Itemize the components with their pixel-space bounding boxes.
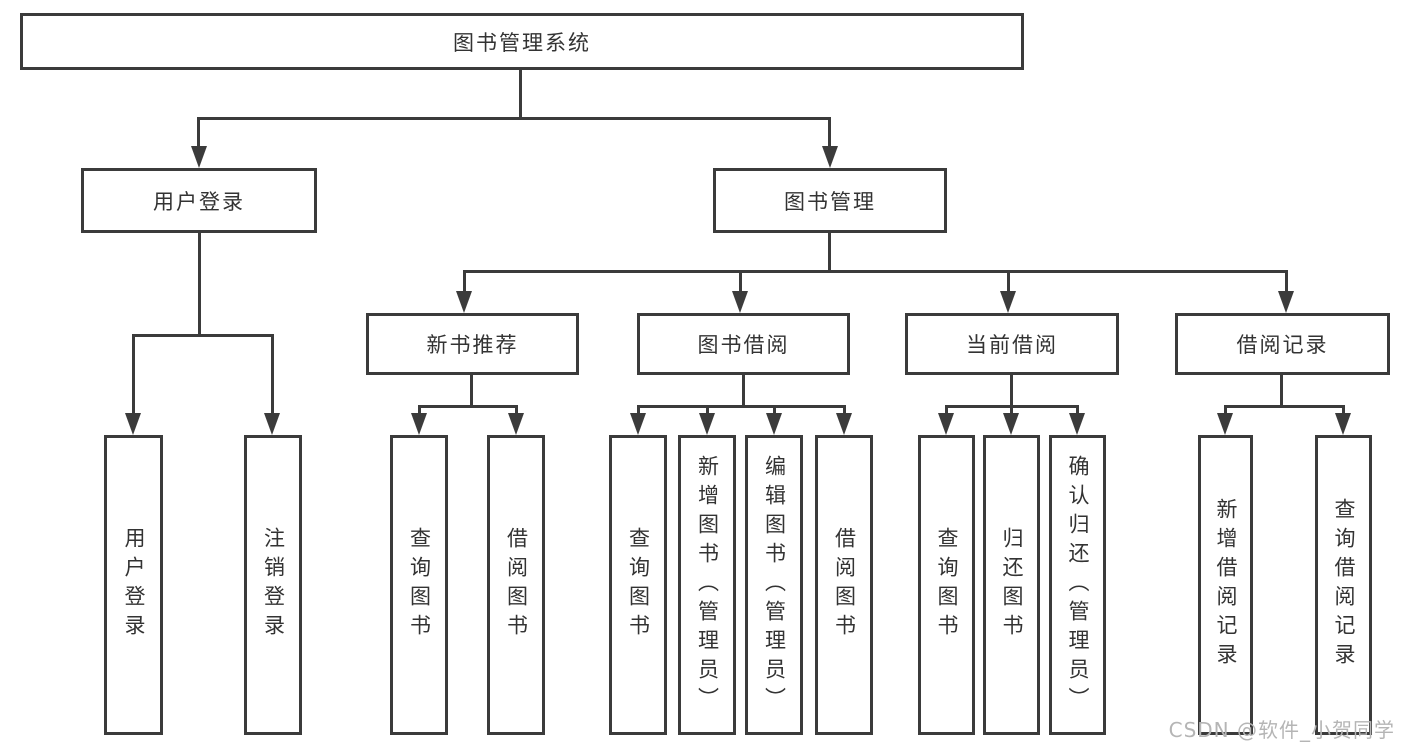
node-new-book-recommend: 新书推荐: [366, 313, 579, 375]
leaf-br-add-record-label: 新增借阅记录: [1214, 498, 1238, 672]
connector-level2-branch: [463, 270, 1287, 273]
connector-book-borrow-branch: [637, 405, 846, 408]
leaf-cb-confirm-return-admin-label: 确认归还（管理员）: [1066, 454, 1090, 716]
leaf-bb-query-book-label: 查询图书: [626, 527, 651, 643]
connector-drop-login-leaf: [132, 334, 135, 415]
connector-drop-br-query: [1342, 405, 1345, 417]
arrow-to-bb-edit: [766, 413, 782, 435]
connector-drop-borrow-record: [1285, 270, 1288, 295]
node-book-borrow-label: 图书借阅: [697, 333, 790, 357]
leaf-nb-borrow-book: 借阅图书: [487, 435, 545, 735]
connector-drop-cb-confirm: [1076, 405, 1079, 417]
node-user-login-label: 用户登录: [153, 189, 245, 214]
node-book-management: 图书管理: [713, 168, 947, 233]
arrow-to-new-book: [456, 291, 472, 313]
leaf-logout-label: 注销登录: [261, 527, 286, 643]
connector-book-management-stem: [828, 233, 831, 272]
node-borrow-record-label: 借阅记录: [1236, 333, 1329, 357]
node-borrow-record: 借阅记录: [1175, 313, 1390, 375]
leaf-user-login: 用户登录: [104, 435, 163, 735]
arrow-to-book-management: [822, 146, 838, 168]
connector-root-stem: [519, 70, 522, 118]
connector-current-borrow-stem: [1010, 375, 1013, 407]
leaf-bb-query-book: 查询图书: [609, 435, 667, 735]
leaf-br-add-record: 新增借阅记录: [1198, 435, 1253, 735]
leaf-cb-query-book-label: 查询图书: [935, 527, 959, 643]
leaf-nb-query-book: 查询图书: [390, 435, 448, 735]
node-root-system-label: 图书管理系统: [453, 30, 591, 55]
arrow-to-bb-query: [630, 413, 646, 435]
connector-drop-bb-edit: [773, 405, 776, 417]
connector-drop-cb-return: [1010, 405, 1013, 417]
arrow-to-borrow-record: [1278, 291, 1294, 313]
csdn-watermark: CSDN @软件_小贺同学: [1168, 718, 1395, 742]
leaf-bb-edit-book-admin: 编辑图书（管理员）: [745, 435, 803, 735]
connector-drop-bb-query: [637, 405, 640, 417]
node-book-borrow: 图书借阅: [637, 313, 850, 375]
arrow-to-cb-return: [1003, 413, 1019, 435]
connector-borrow-record-branch: [1224, 405, 1345, 408]
connector-borrow-record-stem: [1280, 375, 1283, 407]
connector-user-login-branch: [132, 334, 274, 337]
node-user-login: 用户登录: [81, 168, 317, 233]
arrow-to-current-borrow: [1000, 291, 1016, 313]
leaf-cb-query-book: 查询图书: [918, 435, 975, 735]
leaf-bb-add-book-admin: 新增图书（管理员）: [678, 435, 736, 735]
arrow-to-br-add: [1217, 413, 1233, 435]
connector-drop-user-login: [197, 117, 200, 149]
arrow-to-cb-query: [938, 413, 954, 435]
leaf-nb-borrow-book-label: 借阅图书: [504, 527, 529, 643]
arrow-to-book-borrow: [732, 291, 748, 313]
connector-drop-cb-query: [945, 405, 948, 417]
leaf-bb-borrow-book: 借阅图书: [815, 435, 873, 735]
leaf-cb-return-book: 归还图书: [983, 435, 1040, 735]
connector-new-book-branch: [418, 405, 518, 408]
arrow-to-nb-query: [411, 413, 427, 435]
arrow-to-logout-leaf: [264, 413, 280, 435]
node-root-system: 图书管理系统: [20, 13, 1024, 70]
arrow-to-nb-borrow: [508, 413, 524, 435]
node-new-book-recommend-label: 新书推荐: [426, 333, 519, 357]
arrow-to-login-leaf: [125, 413, 141, 435]
connector-drop-logout-leaf: [271, 334, 274, 415]
leaf-bb-borrow-book-label: 借阅图书: [832, 527, 857, 643]
leaf-bb-add-book-admin-label: 新增图书（管理员）: [695, 454, 720, 716]
connector-drop-current-borrow: [1007, 270, 1010, 295]
leaf-br-query-record: 查询借阅记录: [1315, 435, 1372, 735]
connector-level1-branch: [197, 117, 831, 120]
leaf-user-login-label: 用户登录: [122, 527, 146, 643]
leaf-logout: 注销登录: [244, 435, 302, 735]
connector-drop-bb-borrow: [843, 405, 846, 417]
leaf-br-query-record-label: 查询借阅记录: [1332, 498, 1356, 672]
connector-drop-br-add: [1224, 405, 1227, 417]
leaf-bb-edit-book-admin-label: 编辑图书（管理员）: [762, 454, 787, 716]
leaf-nb-query-book-label: 查询图书: [407, 527, 432, 643]
connector-drop-bb-add: [706, 405, 709, 417]
arrow-to-br-query: [1335, 413, 1351, 435]
connector-drop-new-book: [463, 270, 466, 295]
connector-drop-book-borrow: [739, 270, 742, 295]
leaf-cb-return-book-label: 归还图书: [1000, 527, 1024, 643]
connector-drop-nb-borrow: [515, 405, 518, 417]
node-current-borrow: 当前借阅: [905, 313, 1119, 375]
connector-user-login-stem: [198, 233, 201, 336]
arrow-to-cb-confirm: [1069, 413, 1085, 435]
arrow-to-bb-borrow: [836, 413, 852, 435]
node-current-borrow-label: 当前借阅: [966, 333, 1058, 357]
arrow-to-user-login: [191, 146, 207, 168]
node-book-management-label: 图书管理: [784, 189, 876, 214]
connector-new-book-stem: [470, 375, 473, 407]
connector-drop-nb-query: [418, 405, 421, 417]
connector-drop-book-management: [828, 117, 831, 149]
arrow-to-bb-add: [699, 413, 715, 435]
connector-book-borrow-stem: [742, 375, 745, 407]
leaf-cb-confirm-return-admin: 确认归还（管理员）: [1049, 435, 1106, 735]
